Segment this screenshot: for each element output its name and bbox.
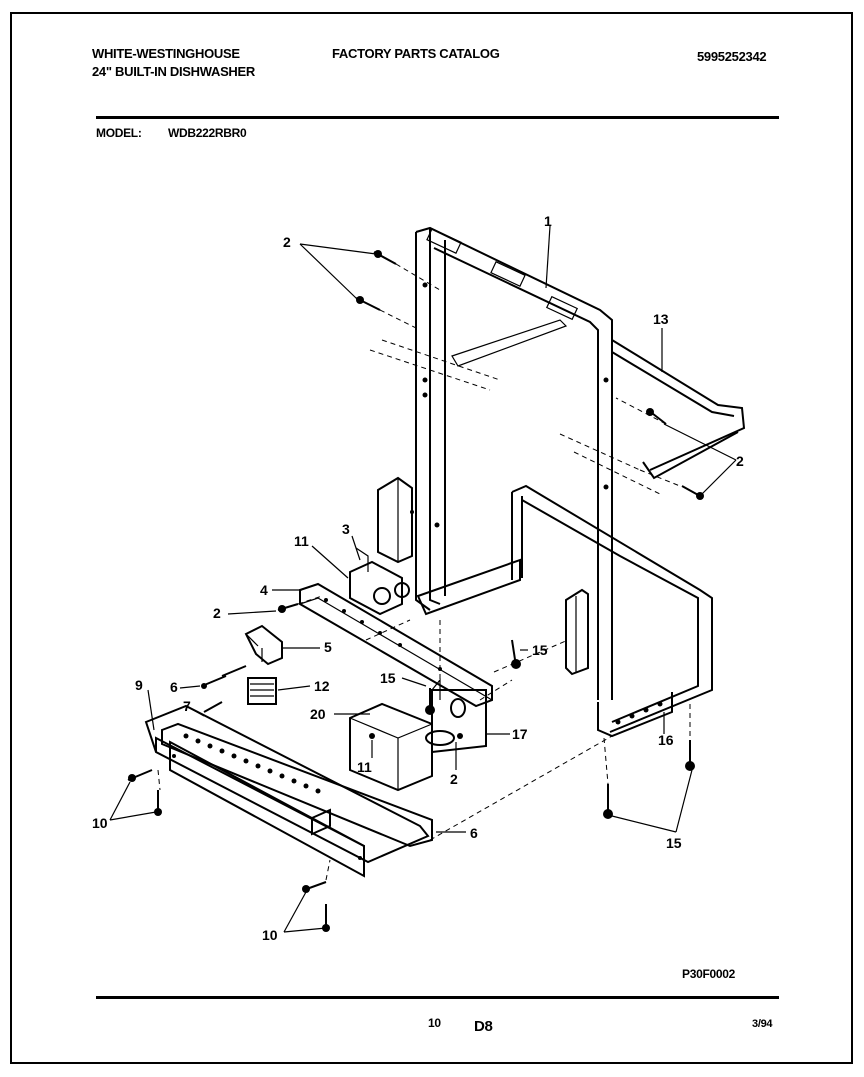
callout-13: 13 [653,311,669,327]
part-bracket-4 [299,582,493,708]
header-rule [96,116,779,119]
part-switch-5 [244,624,283,666]
part-bracket-17 [425,678,487,754]
callout-6-left: 6 [170,679,178,695]
catalog-date: 3/94 [752,1018,773,1030]
catalog-title: FACTORY PARTS CATALOG [332,46,500,61]
callout-15-bottom: 15 [666,835,682,851]
figure-code: P30F0002 [682,967,735,981]
model-label: MODEL: [96,126,142,140]
callout-2-left: 2 [213,605,221,621]
page-number: 10 [428,1016,441,1030]
callout-1: 1 [544,213,552,229]
part-frame-1 [377,226,613,700]
callout-10-bottom: 10 [262,927,278,943]
callout-16: 16 [658,732,674,748]
part-component-12 [247,677,277,705]
callout-9: 9 [135,677,143,693]
callout-15-left: 15 [380,670,396,686]
part-front-panel-9 [144,704,430,878]
part-rail-6 [161,722,433,848]
callout-4: 4 [260,582,268,598]
section-code: D8 [474,1018,493,1035]
part-box-20 [349,702,433,792]
brand-name: WHITE-WESTINGHOUSE [92,46,240,61]
callout-12: 12 [314,678,330,694]
callout-2-top: 2 [283,234,291,250]
callout-11-top: 11 [294,533,309,549]
callout-2-right: 2 [736,453,744,469]
assembly-dash-lines [157,263,691,881]
callout-17: 17 [512,726,528,742]
leader-lines [109,225,737,933]
callout-6-right: 6 [470,825,478,841]
callout-3: 3 [342,521,350,537]
catalog-number: 5995252342 [697,49,767,64]
callout-2-bottom: 2 [450,771,458,787]
callout-11-bottom: 11 [357,759,372,775]
callout-15-mid: 15 [532,642,548,658]
callout-5: 5 [324,639,332,655]
page-frame [10,12,853,1064]
model-value: WDB222RBR0 [168,126,247,140]
product-name: 24" BUILT-IN DISHWASHER [92,64,255,79]
callout-20: 20 [310,706,326,722]
footer-rule [96,996,779,999]
part-switch-3 [349,547,410,616]
screws [127,250,704,932]
callout-7: 7 [183,698,191,714]
callout-10-left: 10 [92,815,108,831]
part-bracket-13 [611,339,746,480]
